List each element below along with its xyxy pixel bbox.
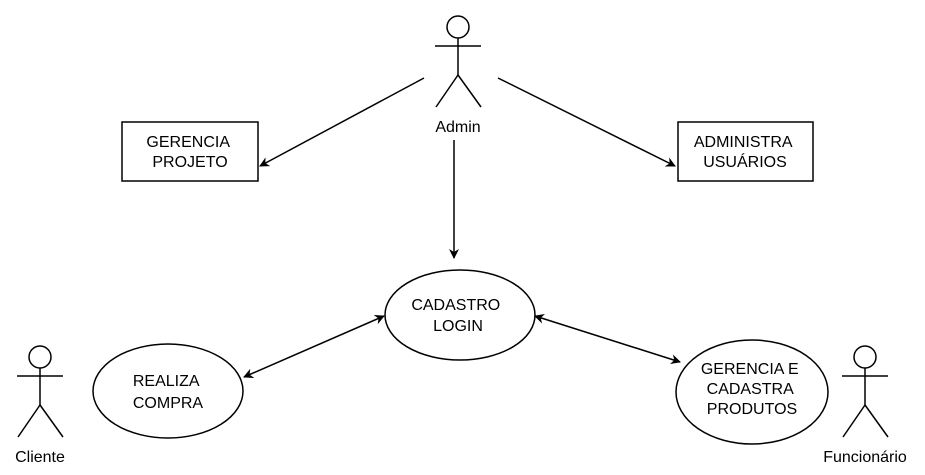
cadastro-login-to-gerencia-produtos-arrow — [534, 313, 681, 365]
cliente-actor-label: Cliente — [15, 449, 65, 466]
cadastro-login-label: CADASTRO LOGIN — [411, 297, 504, 335]
cadastro-login-use-case — [384, 269, 536, 361]
funcionario-actor-label: Funcionário — [823, 449, 907, 466]
admin-actor-label: Admin — [435, 119, 480, 136]
funcionario-actor — [842, 345, 889, 438]
admin-actor — [435, 15, 482, 108]
cliente-actor — [17, 345, 64, 438]
admin-to-gerencia-projeto-arrow — [259, 77, 425, 167]
realiza-compra-to-cadastro-login-arrow — [243, 315, 385, 378]
gerencia-produtos-label: GERENCIA E CADASTRA PRODUTOS — [701, 361, 803, 418]
administra-usuarios-box — [677, 121, 814, 182]
gerencia-projeto-label: GERENCIA PROJETO — [146, 134, 233, 171]
realiza-compra-use-case — [92, 343, 244, 439]
realiza-compra-label: REALIZA COMPRA — [133, 373, 204, 412]
gerencia-produtos-use-case — [675, 339, 829, 445]
admin-to-administra-usuarios-arrow — [497, 77, 676, 167]
administra-usuarios-label: ADMINISTRA USUÁRIOS — [694, 134, 796, 171]
gerencia-projeto-box — [121, 121, 259, 182]
